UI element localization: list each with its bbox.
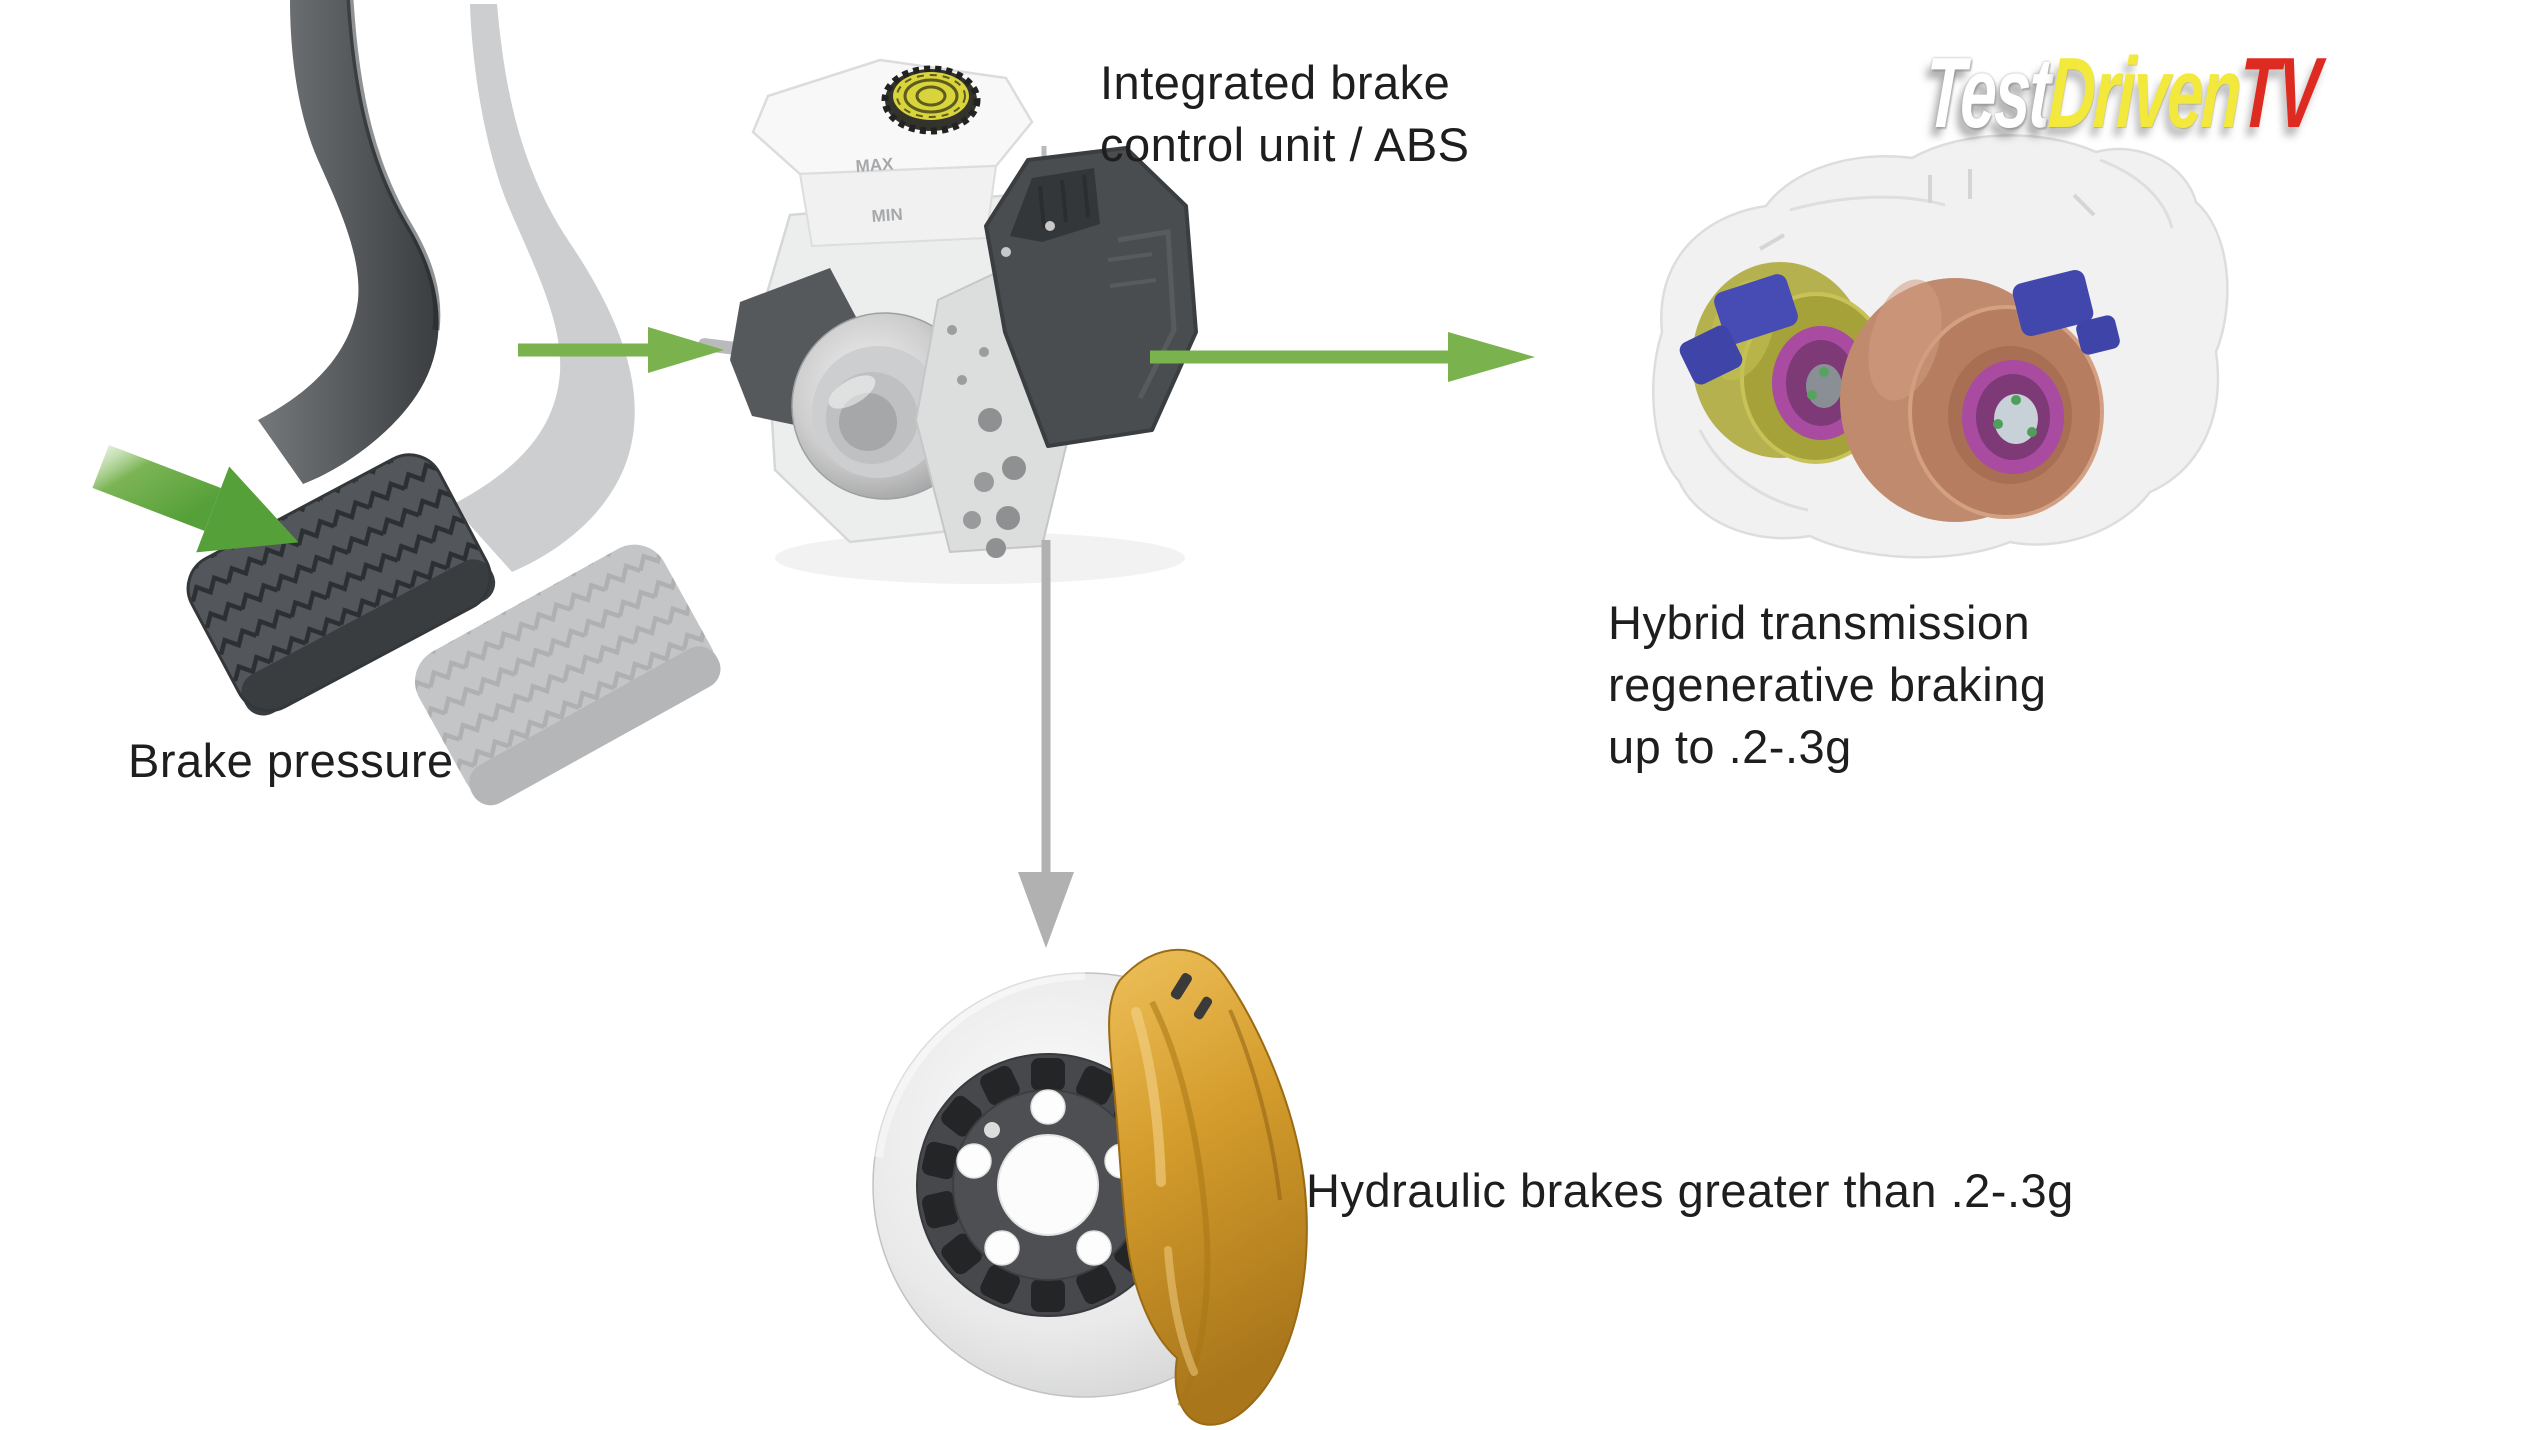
hybrid-label-line2: regenerative braking bbox=[1608, 658, 2047, 711]
logo-part-test: Test bbox=[1922, 37, 2052, 149]
mount-block-2 bbox=[1679, 325, 1743, 385]
reservoir-min-marking: MIN bbox=[871, 205, 903, 226]
logo-part-tv: TV bbox=[2236, 37, 2322, 149]
brake-pedal-illustration bbox=[186, 0, 721, 806]
control-unit-label-line2: control unit / ABS bbox=[1100, 118, 1470, 171]
pedal-arm bbox=[258, 0, 439, 484]
center-bore bbox=[997, 1134, 1099, 1236]
flow-arrow-abs-to-transmission-icon bbox=[1150, 332, 1535, 382]
ecu-connector bbox=[1010, 168, 1100, 242]
brake-caliper bbox=[1108, 948, 1308, 1426]
abs-unit-illustration: MAX MIN bbox=[698, 58, 1198, 584]
hydraulic-brakes-label: Hydraulic brakes greater than .2-.3g bbox=[1306, 1164, 2074, 1217]
pedal-pad bbox=[186, 453, 496, 716]
pedal-arm-ghost bbox=[452, 4, 635, 572]
logo-part-driven: Driven bbox=[2046, 37, 2242, 149]
ecu-module bbox=[984, 146, 1198, 448]
bleed-screw bbox=[1170, 972, 1192, 1000]
hybrid-label-line3: up to .2-.3g bbox=[1608, 720, 1852, 773]
brake-pressure-label: Brake pressure bbox=[128, 734, 454, 787]
control-unit-label: Integrated brake control unit / ABS bbox=[1100, 52, 1470, 176]
mount-block-1 bbox=[1714, 274, 1798, 344]
flow-arrow-pedal-to-abs-icon bbox=[518, 327, 724, 373]
brake-pressure-arrow-icon bbox=[92, 444, 299, 553]
brake-disc-illustration bbox=[869, 948, 1308, 1426]
testdriventv-logo: TestDrivenTV bbox=[1923, 36, 2321, 151]
flow-arrows bbox=[92, 327, 1535, 948]
mount-block-3 bbox=[2012, 269, 2094, 337]
pedal-pad-ghost bbox=[415, 544, 721, 806]
reservoir-cap bbox=[881, 65, 981, 135]
control-unit-label-line1: Integrated brake bbox=[1100, 56, 1451, 109]
transmission-illustration bbox=[1651, 134, 2229, 559]
motor-generator-2 bbox=[1840, 278, 2104, 522]
reservoir-max-marking: MAX bbox=[855, 154, 895, 176]
hybrid-transmission-label: Hybrid transmission regenerative braking… bbox=[1608, 592, 2047, 778]
flow-arrow-abs-to-disc-icon bbox=[1018, 540, 1074, 948]
hybrid-label-line1: Hybrid transmission bbox=[1608, 596, 2031, 649]
